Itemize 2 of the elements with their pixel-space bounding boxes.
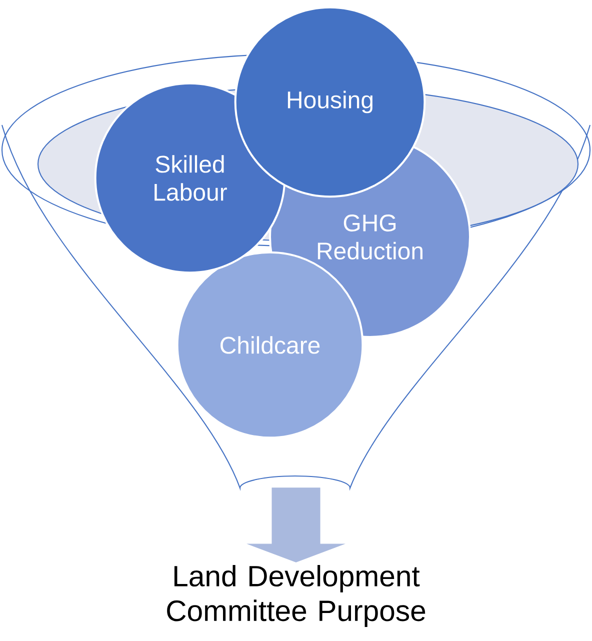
block-arrow <box>246 488 346 562</box>
caption-text: Land Development Committee Purpose <box>167 565 426 627</box>
